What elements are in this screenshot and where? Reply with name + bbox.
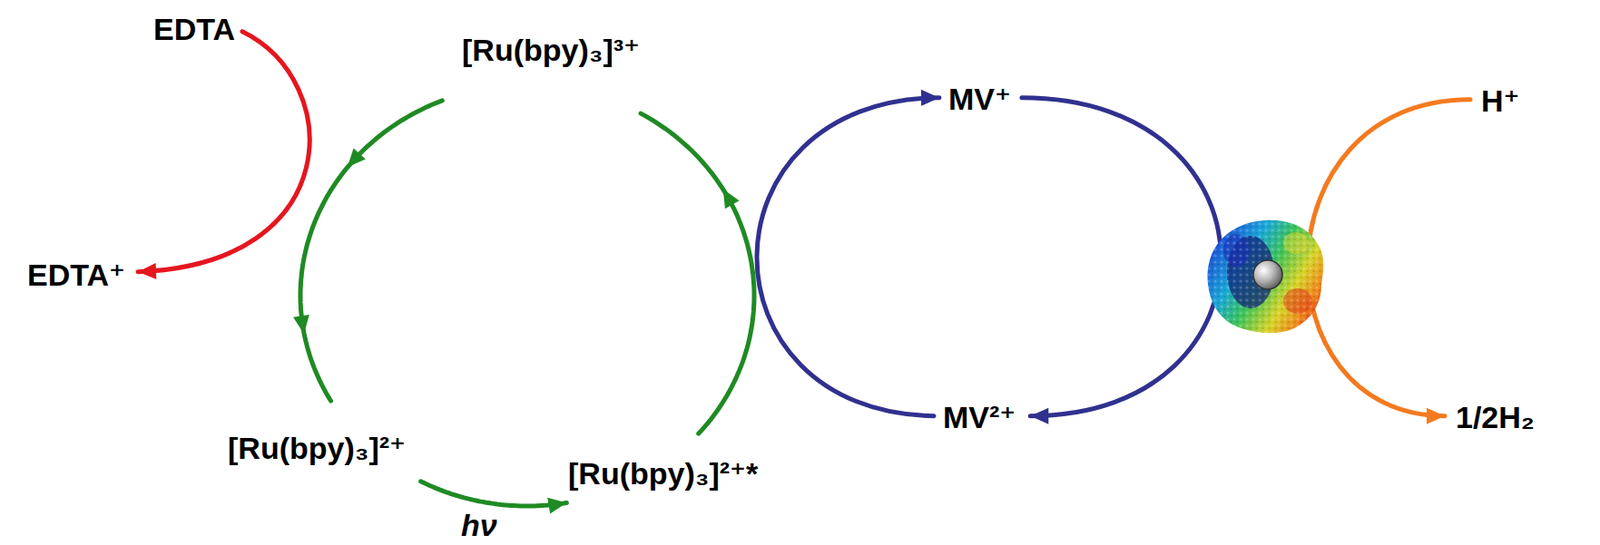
transfer-arc: [1021, 98, 1221, 417]
reaction-arrow: [1021, 98, 1221, 425]
edge-label: hν: [461, 509, 498, 543]
species-text: H⁺: [1481, 84, 1521, 118]
species-label: [Ru(bpy)₃]³⁺: [458, 31, 644, 69]
cycle-arc: [300, 100, 442, 402]
species-text: MV⁺: [948, 82, 1012, 117]
arrowhead: [347, 147, 366, 167]
arrowhead: [1030, 408, 1049, 425]
species-label: MV⁺: [944, 80, 1015, 118]
arrowhead: [921, 89, 940, 107]
transfer-arc: [756, 98, 940, 417]
arrowhead: [547, 498, 567, 515]
transfer-arc: [137, 31, 310, 273]
species-text: [Ru(bpy)₃]³⁺: [461, 33, 640, 68]
protein-cage: [1207, 220, 1325, 334]
reaction-arrow: [640, 113, 755, 434]
reaction-arrow: [293, 100, 442, 402]
arrowhead: [293, 314, 310, 334]
species-label: H⁺: [1477, 82, 1524, 120]
species-text: [Ru(bpy)₃]²⁺*: [568, 457, 758, 491]
arrowhead: [137, 263, 157, 280]
species-text: MV²⁺: [942, 401, 1016, 435]
reaction-arrow: [1307, 99, 1471, 425]
metal-nanoparticle: [1253, 260, 1283, 290]
species-label: EDTA⁺: [23, 256, 129, 295]
transfer-arc: [1307, 99, 1471, 417]
cycle-arc: [421, 481, 568, 507]
species-label: [Ru(bpy)₃]²⁺*: [564, 455, 762, 493]
species-text: [Ru(bpy)₃]²⁺: [227, 431, 406, 466]
reaction-arrow: [137, 31, 310, 280]
species-label: [Ru(bpy)₃]²⁺: [224, 430, 410, 468]
arrowhead: [1426, 408, 1445, 425]
cycle-arc: [640, 113, 755, 434]
species-text: EDTA⁺: [27, 258, 126, 293]
arrowhead: [723, 188, 740, 209]
reaction-arrow: [756, 89, 940, 417]
species-label: EDTA: [149, 10, 239, 49]
species-label: 1/2H₂: [1452, 399, 1539, 437]
species-text: EDTA: [153, 12, 236, 47]
species-text: 1/2H₂: [1455, 401, 1535, 435]
species-label: MV²⁺: [939, 399, 1020, 437]
